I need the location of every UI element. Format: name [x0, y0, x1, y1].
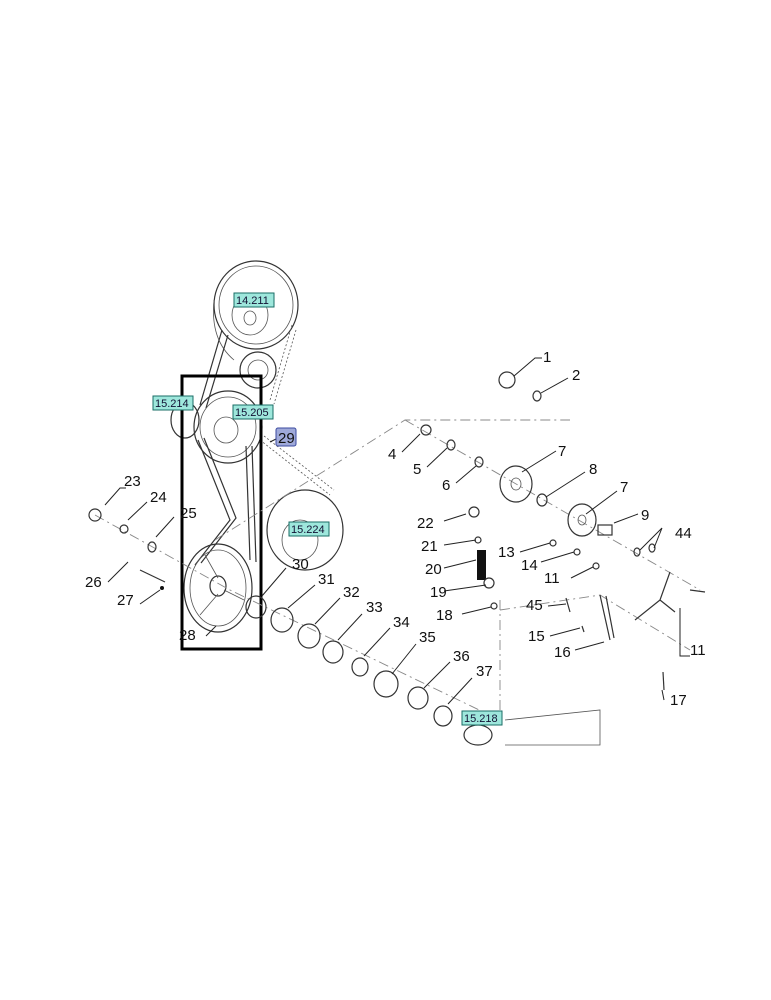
callout-15: 15	[528, 628, 545, 645]
callout-22: 22	[417, 515, 434, 532]
right-hardware	[420, 371, 706, 691]
ref-box-15-218[interactable]: 15.218	[461, 710, 503, 726]
svg-text:15.224: 15.224	[291, 524, 325, 536]
callout-35: 35	[419, 629, 436, 646]
callout-16: 16	[554, 644, 571, 661]
lower-rings	[245, 595, 601, 746]
callout-33: 33	[366, 599, 383, 616]
highlight-frame	[180, 374, 263, 651]
callout-27: 27	[117, 592, 134, 609]
callout-23: 23	[124, 473, 141, 490]
callout-37: 37	[476, 663, 493, 680]
svg-text:15.214: 15.214	[155, 398, 189, 410]
svg-text:14.211: 14.211	[236, 295, 269, 307]
lower-pulley-28	[183, 543, 253, 633]
callout-11b: 11	[690, 642, 706, 659]
callout-24: 24	[150, 489, 167, 506]
callout-32: 32	[343, 584, 360, 601]
svg-text:15.205: 15.205	[235, 407, 269, 419]
upper-pulley	[213, 260, 299, 361]
callout-18: 18	[436, 607, 453, 624]
ref-box-15-205[interactable]: 15.205	[232, 404, 274, 420]
left-hardware	[88, 508, 166, 590]
callout-29-highlight[interactable]: 29	[275, 427, 297, 447]
callout-11a: 11	[544, 570, 560, 587]
callout-13: 13	[498, 544, 515, 561]
callout-6: 6	[442, 477, 450, 494]
callout-26: 26	[85, 574, 102, 591]
callout-2: 2	[572, 367, 580, 384]
large-drum	[259, 435, 344, 571]
callout-7a: 7	[558, 443, 566, 460]
callout-45: 45	[526, 597, 543, 614]
ref-box-15-224[interactable]: 15.224	[288, 521, 330, 537]
callout-19: 19	[430, 584, 447, 601]
callout-7b: 7	[620, 479, 628, 496]
svg-text:29: 29	[278, 430, 295, 447]
svg-text:15.218: 15.218	[464, 713, 498, 725]
callout-20: 20	[425, 561, 442, 578]
callout-30: 30	[292, 556, 309, 573]
callout-8: 8	[589, 461, 597, 478]
callout-34: 34	[393, 614, 410, 631]
callout-25: 25	[180, 505, 197, 522]
callout-4: 4	[388, 446, 396, 463]
callout-1: 1	[543, 349, 551, 366]
ref-box-14-211[interactable]: 14.211	[233, 292, 275, 308]
callout-44: 44	[675, 525, 692, 542]
callout-31: 31	[318, 571, 335, 588]
callout-5: 5	[413, 461, 421, 478]
drive-belt	[194, 437, 257, 566]
callout-28: 28	[179, 627, 196, 644]
callout-numbers: 1 2 4 5 6 7 8 7 9 44 22 21 20 19 18 13 1…	[85, 349, 706, 709]
callout-36: 36	[453, 648, 470, 665]
ref-box-15-214[interactable]: 15.214	[152, 395, 194, 411]
callout-17: 17	[670, 692, 687, 709]
idler-pulley	[239, 351, 277, 389]
callout-21: 21	[421, 538, 438, 555]
callout-14: 14	[521, 557, 538, 574]
callout-9: 9	[641, 507, 649, 524]
center-lines	[94, 419, 701, 721]
upper-belt	[199, 324, 297, 409]
